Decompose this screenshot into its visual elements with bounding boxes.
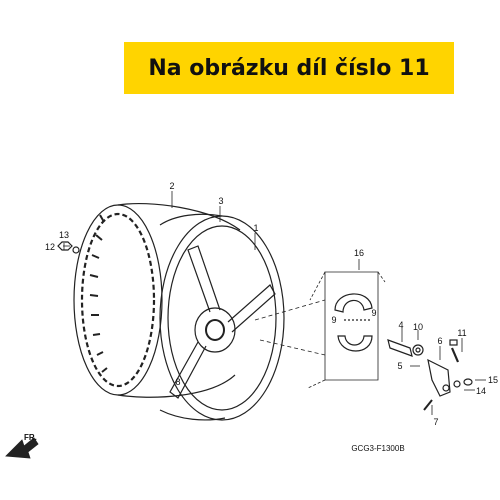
callout-3: 3: [218, 196, 223, 206]
callout-12: 12: [45, 242, 55, 252]
callout-10: 10: [413, 322, 423, 332]
callout-9-right: 9: [371, 308, 376, 318]
diagram-code: GCG3-F1300B: [351, 444, 404, 453]
callout-1: 1: [253, 223, 258, 233]
leader-lines: [63, 191, 486, 415]
callout-6: 6: [437, 336, 442, 346]
callout-5: 5: [397, 361, 402, 371]
callout-9-left: 9: [331, 315, 336, 325]
front-arrow-icon: FR.: [5, 433, 39, 459]
callout-14: 14: [476, 386, 486, 396]
axle-nut: [57, 241, 80, 254]
tire: [73, 202, 241, 398]
rim: [159, 213, 285, 421]
callout-11: 11: [457, 328, 466, 338]
callout-16: 16: [354, 248, 364, 258]
callout-7: 7: [433, 417, 438, 427]
callout-8: 8: [175, 377, 180, 387]
callout-13: 13: [59, 230, 69, 240]
brake-shoes: [334, 293, 373, 352]
front-direction-label: FR.: [24, 433, 37, 442]
callout-4: 4: [398, 320, 403, 330]
callout-2: 2: [169, 181, 174, 191]
cam-hardware: [387, 339, 473, 411]
brake-bracket-box: [254, 271, 386, 389]
callout-15: 15: [488, 375, 498, 385]
callout-labels: 2 3 1 12 13 16 9 9 8 4 10 5 6 11 15 14 7…: [45, 181, 498, 453]
banner-text: Na obrázku díl číslo 11: [148, 55, 430, 81]
highlight-banner: Na obrázku díl číslo 11: [124, 42, 454, 94]
